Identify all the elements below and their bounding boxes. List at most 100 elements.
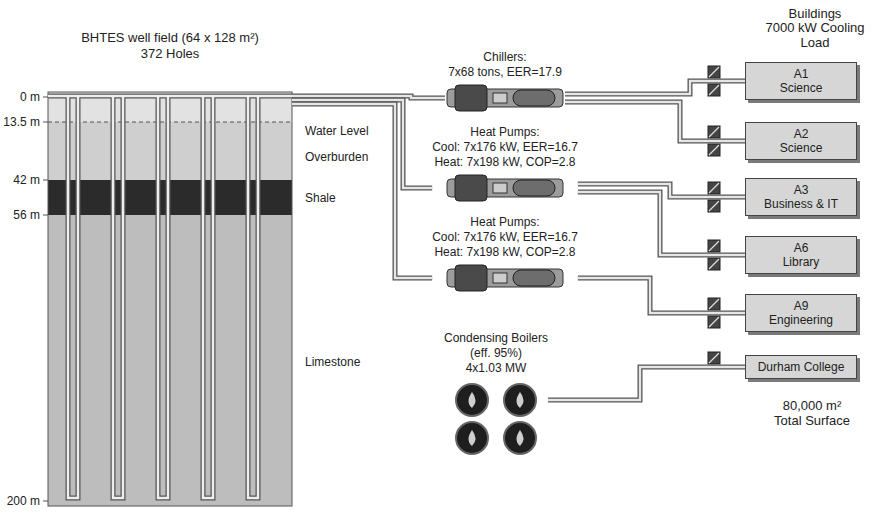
borehole (113, 96, 123, 498)
pipe-connector (565, 81, 745, 94)
node-heading: Heat Pumps: (470, 125, 539, 140)
boiler-symbol (504, 422, 536, 454)
borehole (158, 96, 168, 498)
node-text: Science (780, 141, 823, 155)
building-box: Durham College (745, 355, 857, 379)
node-text: Business & IT (764, 197, 838, 211)
group-heading: Buildings (789, 6, 842, 21)
depth-label: 13.5 m (3, 115, 40, 129)
node-heading: A9 (794, 299, 809, 313)
pipe-outline (565, 102, 745, 141)
motor (513, 180, 555, 196)
borehole-outlines (48, 96, 292, 498)
pipe-inner (565, 81, 745, 94)
coupling (493, 93, 507, 103)
boiler-symbols (448, 382, 544, 456)
valve-diagonal (709, 259, 719, 269)
valve-symbol (708, 126, 720, 138)
valve-symbol (708, 240, 720, 252)
valve-symbol (708, 66, 720, 78)
machine-symbol (445, 174, 565, 202)
valve-symbol (708, 144, 720, 156)
valve-symbol (708, 200, 720, 212)
borehole (203, 96, 213, 498)
valve-symbol (708, 316, 720, 328)
borehole (113, 96, 123, 498)
valve-diagonal (709, 353, 719, 363)
valve-diagonal (709, 145, 719, 155)
pipe-inner (578, 278, 745, 313)
depth-tick (43, 215, 48, 216)
node-heading: Condensing Boilers (444, 331, 548, 346)
layer-label: Limestone (305, 355, 360, 369)
pipe-inner (565, 102, 745, 141)
borehole (158, 96, 168, 498)
boiler-unit: Condensing Boilers(eff. 95%)4x1.03 MW (444, 331, 548, 456)
layer-label: Shale (305, 191, 336, 205)
coupling (493, 273, 507, 283)
building-box: A1Science (745, 62, 857, 100)
motor (513, 270, 555, 286)
pipe-outline (578, 278, 745, 313)
compressor (455, 85, 487, 111)
node-heading: A6 (794, 241, 809, 255)
valve-diagonal (709, 241, 719, 251)
node-heading: Heat Pumps: (470, 215, 539, 230)
building-box: A2Science (745, 122, 857, 160)
valve-symbol (708, 84, 720, 96)
depth-label: 200 m (7, 494, 40, 508)
valve-diagonal (709, 67, 719, 77)
layer-label: Water Level (305, 124, 369, 138)
depth-label: 0 m (20, 90, 40, 104)
pipe-inner (578, 192, 745, 255)
chiller-unit: Chillers:7x68 tons, EER=17.9 (445, 50, 565, 112)
valve-symbols (708, 66, 720, 364)
well-field-outline (48, 92, 292, 506)
valve-symbol (708, 258, 720, 270)
borehole (68, 96, 78, 498)
building-box: A9Engineering (745, 294, 857, 332)
valve-diagonal (709, 299, 719, 309)
borehole (248, 96, 258, 498)
area-label: 80,000 m² Total Surface (770, 398, 854, 428)
depth-label: 42 m (13, 173, 40, 187)
motor (513, 90, 555, 106)
node-heading: Chillers: (483, 50, 526, 65)
pipe-connector (578, 192, 745, 255)
valve-diagonal (709, 317, 719, 327)
pipe-inner (292, 100, 432, 188)
building-box: A3Business & IT (745, 178, 857, 216)
valve-diagonal (709, 201, 719, 211)
pipe-connector (292, 104, 432, 278)
pipe-outline (292, 100, 432, 188)
load-label: 7000 kW Cooling Load (761, 20, 869, 50)
heat-pump-unit: Heat Pumps:Cool: 7x176 kW, EER=16.7Heat:… (432, 125, 578, 202)
node-text: Heat: 7x198 kW, COP=2.8 (434, 245, 575, 260)
valve-diagonal (709, 183, 719, 193)
pipe-outline (565, 81, 745, 94)
pipe-inner (292, 104, 432, 278)
node-text: Cool: 7x176 kW, EER=16.7 (432, 230, 578, 245)
borehole (203, 96, 213, 498)
borehole (248, 96, 258, 498)
flame-icon (517, 392, 524, 408)
depth-tick (43, 180, 48, 181)
node-text: Engineering (769, 313, 833, 327)
header-pipe (48, 94, 292, 99)
node-heading: A3 (794, 183, 809, 197)
heat-pump-unit: Heat Pumps:Cool: 7x176 kW, EER=16.7Heat:… (432, 215, 578, 292)
pipe-connector (578, 278, 745, 313)
node-text: Library (783, 255, 820, 269)
node-heading: A2 (794, 127, 809, 141)
node-heading: Durham College (758, 360, 845, 374)
valve-diagonal (709, 85, 719, 95)
valve-diagonals (709, 67, 719, 363)
building-box: A6Library (745, 236, 857, 274)
depth-label: 56 m (13, 208, 40, 222)
well-field: BHTES well field (64 x 128 m²)372 Holes (48, 30, 292, 506)
header-pipe (48, 95, 292, 98)
boiler-symbol (456, 384, 488, 416)
node-heading: BHTES well field (64 x 128 m²) (81, 30, 259, 46)
node-text: 372 Holes (141, 46, 200, 62)
